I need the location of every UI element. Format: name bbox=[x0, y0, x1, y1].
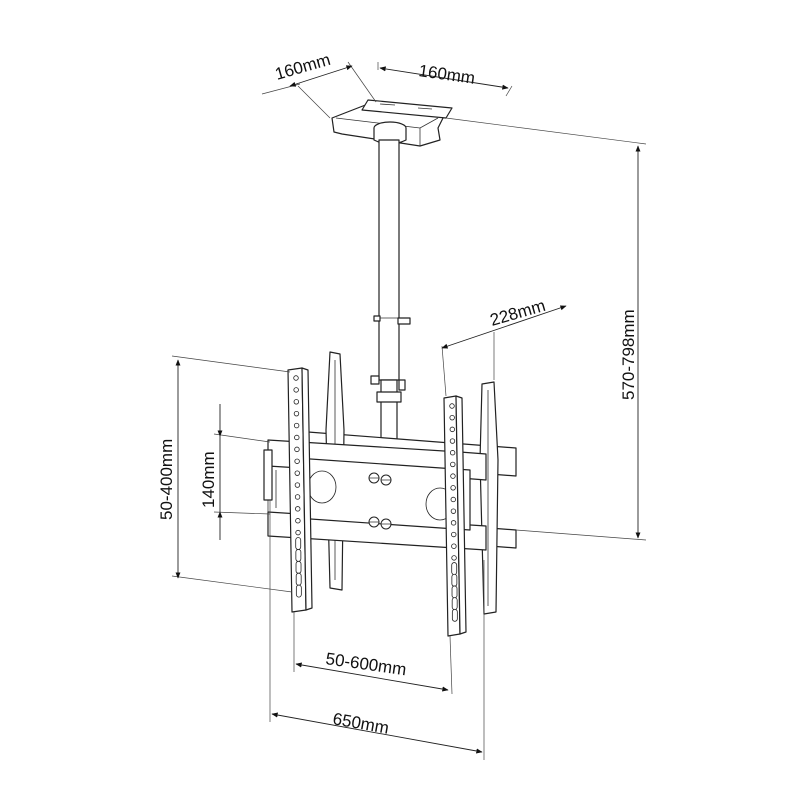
mount-hole bbox=[449, 403, 455, 409]
mount-hole bbox=[451, 543, 457, 549]
dim-rail-spacing: 140mm bbox=[199, 404, 271, 540]
label-height-range: 570-798mm bbox=[619, 309, 638, 400]
mount-hole bbox=[450, 496, 456, 503]
mount-hole bbox=[293, 410, 300, 417]
mount-hole bbox=[450, 508, 457, 514]
mount-slot bbox=[451, 608, 458, 622]
mount-hole bbox=[450, 520, 457, 526]
left-vertical-arm bbox=[287, 367, 313, 613]
dim-horizontal-range: 50-600mm bbox=[293, 612, 453, 695]
dim-vertical-range: 50-400mm bbox=[157, 355, 293, 593]
mount-slot bbox=[451, 597, 458, 611]
label-horizontal-range: 50-600mm bbox=[324, 649, 407, 679]
label-ceiling-plate-width: 160mm bbox=[417, 61, 476, 88]
dim-ceiling-plate-width: 160mm bbox=[377, 61, 513, 97]
mount-hole bbox=[293, 422, 300, 429]
mount-hole bbox=[451, 555, 457, 561]
mount-hole bbox=[294, 434, 300, 441]
label-vertical-range: 50-400mm bbox=[157, 439, 176, 520]
mount-hole bbox=[450, 461, 456, 468]
mount-hole bbox=[449, 450, 456, 456]
label-ceiling-plate-depth: 160mm bbox=[273, 50, 333, 84]
mount-slot bbox=[295, 584, 302, 598]
mount-hole bbox=[451, 531, 457, 538]
mount-hole bbox=[294, 458, 300, 464]
front-rails bbox=[263, 439, 487, 551]
mount-hole bbox=[294, 482, 301, 488]
mount-hole bbox=[293, 375, 299, 381]
mount-hole bbox=[294, 470, 300, 476]
extension-pole bbox=[370, 139, 411, 451]
mount-hole bbox=[294, 446, 300, 453]
dim-arm-depth: 228mm bbox=[441, 296, 567, 397]
mount-hole bbox=[295, 529, 301, 536]
label-rail-spacing: 140mm bbox=[199, 451, 218, 508]
dim-height-range: 570-798mm bbox=[445, 117, 647, 541]
mount-slot bbox=[295, 537, 302, 550]
mount-hole bbox=[294, 494, 301, 500]
mount-hole bbox=[293, 387, 299, 393]
center-bolts bbox=[368, 472, 392, 530]
ceiling-plate bbox=[331, 99, 453, 147]
mount-slot bbox=[295, 549, 302, 562]
mount-slot bbox=[451, 562, 458, 575]
right-vertical-arm bbox=[443, 395, 467, 637]
mount-hole bbox=[449, 438, 456, 444]
mount-hole bbox=[450, 473, 456, 479]
label-overall-width: 650mm bbox=[331, 709, 390, 738]
label-arm-depth: 228mm bbox=[488, 296, 548, 330]
mount-hole bbox=[450, 485, 456, 491]
mount-hole bbox=[449, 414, 455, 421]
mount-hole bbox=[449, 426, 456, 433]
mount-hole bbox=[295, 518, 301, 524]
mount-slot bbox=[295, 572, 302, 586]
mount-slot bbox=[295, 560, 302, 574]
mount-slot bbox=[451, 585, 458, 599]
mount-slot bbox=[451, 573, 458, 587]
mount-hole bbox=[293, 399, 300, 405]
mount-hole bbox=[295, 506, 301, 512]
